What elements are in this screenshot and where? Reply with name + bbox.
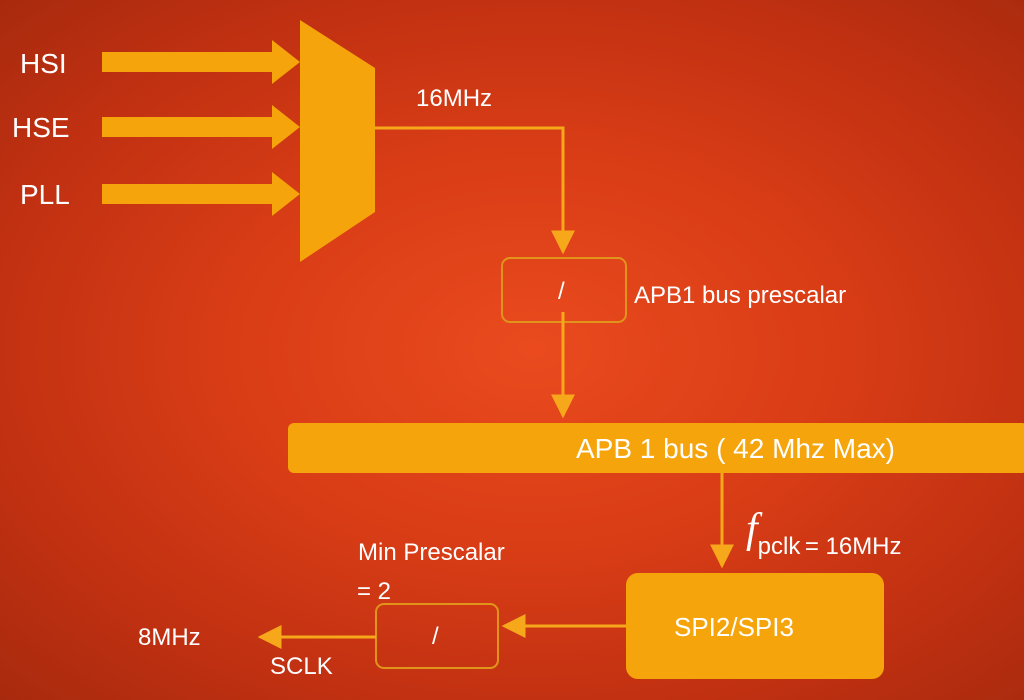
spi-block (626, 573, 884, 679)
clock-mux (300, 20, 375, 262)
spi-prescaler-symbol: / (432, 623, 439, 650)
apb1-bus-bar (288, 423, 1024, 473)
pclk-f-symbol: f (746, 506, 758, 552)
apb1-prescaler-symbol: / (558, 278, 565, 305)
spi-prescaler-note-line1: Min Prescalar (358, 539, 505, 566)
output-frequency-label: 8MHz (138, 624, 201, 651)
spi-block-label: SPI2/SPI3 (674, 612, 794, 642)
pclk-subscript: pclk (757, 533, 801, 560)
pclk-value: = 16MHz (804, 533, 902, 560)
pll-input-arrow (102, 172, 300, 216)
pclk-frequency-label: fpclk = 16MHz (746, 506, 902, 559)
source-label-hsi: HSI (20, 48, 67, 79)
hse-input-arrow (102, 105, 300, 149)
apb1-prescaler-label: APB1 bus prescalar (634, 282, 847, 309)
hsi-input-arrow (102, 40, 300, 84)
source-label-hse: HSE (12, 112, 70, 143)
apb1-bus-label: APB 1 bus ( 42 Mhz Max) (576, 433, 896, 464)
sclk-label: SCLK (270, 653, 333, 680)
source-label-pll: PLL (20, 179, 70, 210)
spi-prescaler-note-line2: = 2 (357, 578, 392, 605)
mux-output-wire (375, 126, 575, 255)
mux-output-frequency: 16MHz (416, 85, 493, 112)
